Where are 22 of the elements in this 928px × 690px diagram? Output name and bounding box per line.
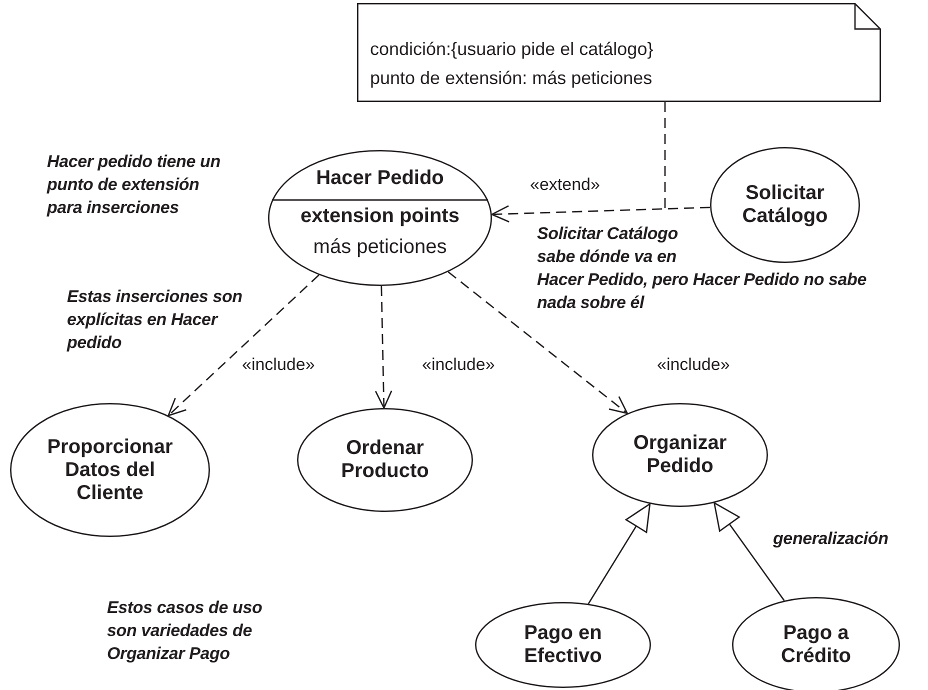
- annotation-note: Hacer pedido tiene un punto de extensión para inserciones: [47, 151, 222, 219]
- use-case-name: Proporcionar Datos del Cliente: [46, 436, 174, 504]
- use-case-name: Organizar Pedido: [632, 432, 728, 478]
- note-text: condición:{usuario pide el catálogo}: [370, 38, 654, 61]
- use-case-name: Hacer Pedido: [316, 167, 444, 190]
- use-case-name: Pago en Efectivo: [523, 622, 603, 668]
- use-case-name: Pago a Crédito: [780, 622, 852, 668]
- section-heading: extension points: [300, 205, 460, 228]
- dependency-arrow: [168, 274, 320, 416]
- note-text: punto de extensión: más peticiones: [370, 66, 652, 90]
- annotation-note: Estas inserciones son explícitas en Hacer pedido: [67, 286, 244, 354]
- dependency-arrow: [491, 205, 710, 223]
- extension-point: más peticiones: [313, 236, 447, 259]
- annotation-note: generalización: [773, 528, 890, 550]
- generalization-arrow: [588, 503, 651, 604]
- annotation-note: Estos casos de uso son variedades de Organizar Pago: [107, 597, 264, 665]
- use-case-name: Solicitar Catálogo: [741, 182, 829, 228]
- generalization-arrow: [714, 502, 785, 601]
- use-case-name: Ordenar Producto: [340, 437, 430, 483]
- note-connector: [664, 102, 666, 209]
- dependency-arrow: [374, 286, 392, 409]
- dependency-arrow: [448, 271, 628, 414]
